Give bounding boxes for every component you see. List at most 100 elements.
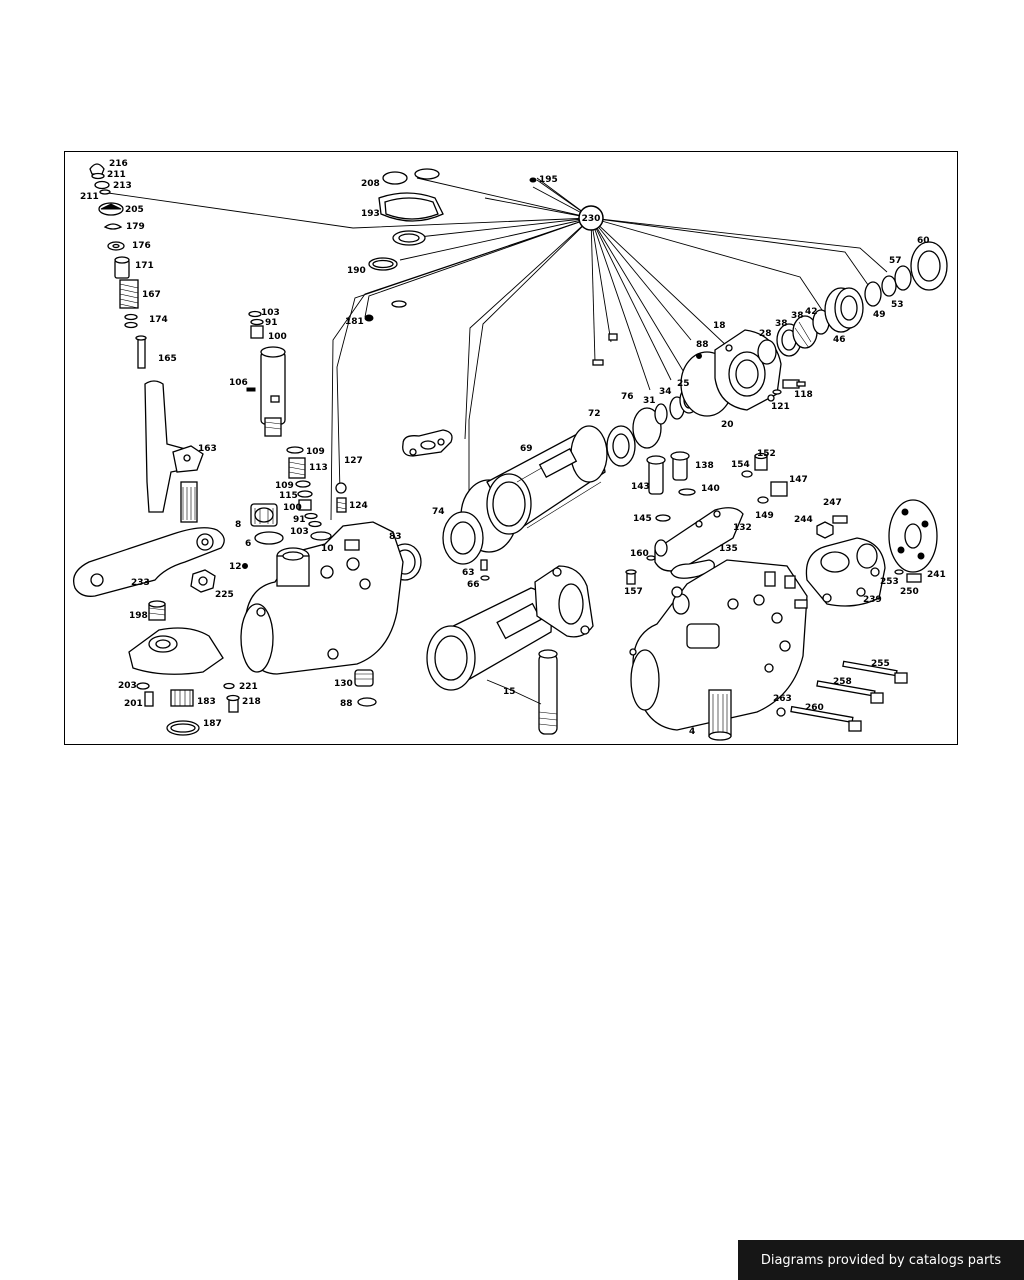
hub-230: 230 [578,205,604,231]
label-18: 18 [713,321,726,331]
label-179: 179 [126,222,145,232]
label-20: 20 [721,420,734,430]
label-213: 213 [113,181,132,191]
steering-gear-housing-left [240,521,404,675]
footer-credit-banner: Diagrams provided by catalogs parts [738,1240,1024,1280]
label-145: 145 [633,514,652,524]
label-38: 38 [791,311,804,321]
label-76: 76 [621,392,634,402]
label-113: 113 [309,463,328,473]
label-15: 15 [503,687,516,697]
label-74: 74 [432,507,445,517]
label-203: 203 [118,681,137,691]
label-83: 83 [389,532,402,542]
label-233: 233 [131,578,150,588]
complete-gear-assembly-4 [629,559,808,741]
label-53: 53 [891,300,904,310]
label-140: 140 [701,484,720,494]
label-25: 25 [677,379,690,389]
label-66: 66 [467,580,480,590]
power-cylinder-69 [442,386,699,581]
label-154: 154 [731,460,750,470]
label-152: 152 [757,449,776,459]
label-211: 211 [80,192,99,202]
label-195: 195 [539,175,558,185]
label-167: 167 [142,290,161,300]
left-column-parts [72,163,240,736]
label-88: 88 [340,699,353,709]
label-218: 218 [242,697,261,707]
label-46: 46 [833,335,846,345]
label-31: 31 [643,396,656,406]
label-225: 225 [215,590,234,600]
label-147: 147 [789,475,808,485]
label-171: 171 [135,261,154,271]
part-number-labels: 216 211 213 211 205 179 176 171 167 174 … [80,159,946,737]
label-8: 8 [235,520,241,530]
label-100: 100 [283,503,302,513]
label-260: 260 [805,703,824,713]
footer-credit-text: Diagrams provided by catalogs parts [760,1252,1002,1268]
label-253: 253 [880,577,899,587]
label-211: 211 [107,170,126,180]
label-263: 263 [773,694,792,704]
label-250: 250 [900,587,919,597]
valve-housing-18 [592,241,948,417]
label-91: 91 [265,318,278,328]
label-109: 109 [306,447,325,457]
cylinder-assembly-15 [426,565,594,735]
label-160: 160 [630,549,649,559]
parts-diagram-frame: 230 [64,151,958,745]
gasket-set [364,168,537,457]
label-6: 6 [245,539,251,549]
label-103: 103 [261,308,280,318]
label-176: 176 [132,241,151,251]
label-143: 143 [631,482,650,492]
label-100: 100 [268,332,287,342]
label-130: 130 [334,679,353,689]
svg-text:230: 230 [582,214,601,224]
label-115: 115 [279,491,298,501]
label-201: 201 [124,699,143,709]
coupling-239 [805,499,938,607]
label-187: 187 [203,719,222,729]
label-247: 247 [823,498,842,508]
label-69: 69 [520,444,533,454]
label-198: 198 [129,611,148,621]
label-239: 239 [863,595,882,605]
label-12: 12 [229,562,242,572]
label-132: 132 [733,523,752,533]
label-49: 49 [873,310,886,320]
label-149: 149 [755,511,774,521]
label-138: 138 [695,461,714,471]
label-127: 127 [344,456,363,466]
label-72: 72 [588,409,601,419]
label-258: 258 [833,677,852,687]
label-106: 106 [229,378,248,388]
label-28: 28 [759,329,772,339]
label-190: 190 [347,266,366,276]
label-241: 241 [927,570,946,580]
label-208: 208 [361,179,380,189]
label-165: 165 [158,354,177,364]
label-88: 88 [696,340,709,350]
label-124: 124 [349,501,368,511]
label-183: 183 [197,697,216,707]
label-63: 63 [462,568,475,578]
label-244: 244 [794,515,813,525]
exploded-parts-diagram: 230 [72,159,948,741]
label-163: 163 [198,444,217,454]
label-34: 34 [659,387,672,397]
label-255: 255 [871,659,890,669]
label-181: 181 [345,317,364,327]
label-109: 109 [275,481,294,491]
label-193: 193 [361,209,380,219]
hub-leader-lines [100,177,888,521]
label-103: 103 [290,527,309,537]
label-174: 174 [149,315,168,325]
label-10: 10 [321,544,334,554]
label-91: 91 [293,515,306,525]
label-216: 216 [109,159,128,169]
valve-body-132 [625,451,788,585]
label-38: 38 [775,319,788,329]
